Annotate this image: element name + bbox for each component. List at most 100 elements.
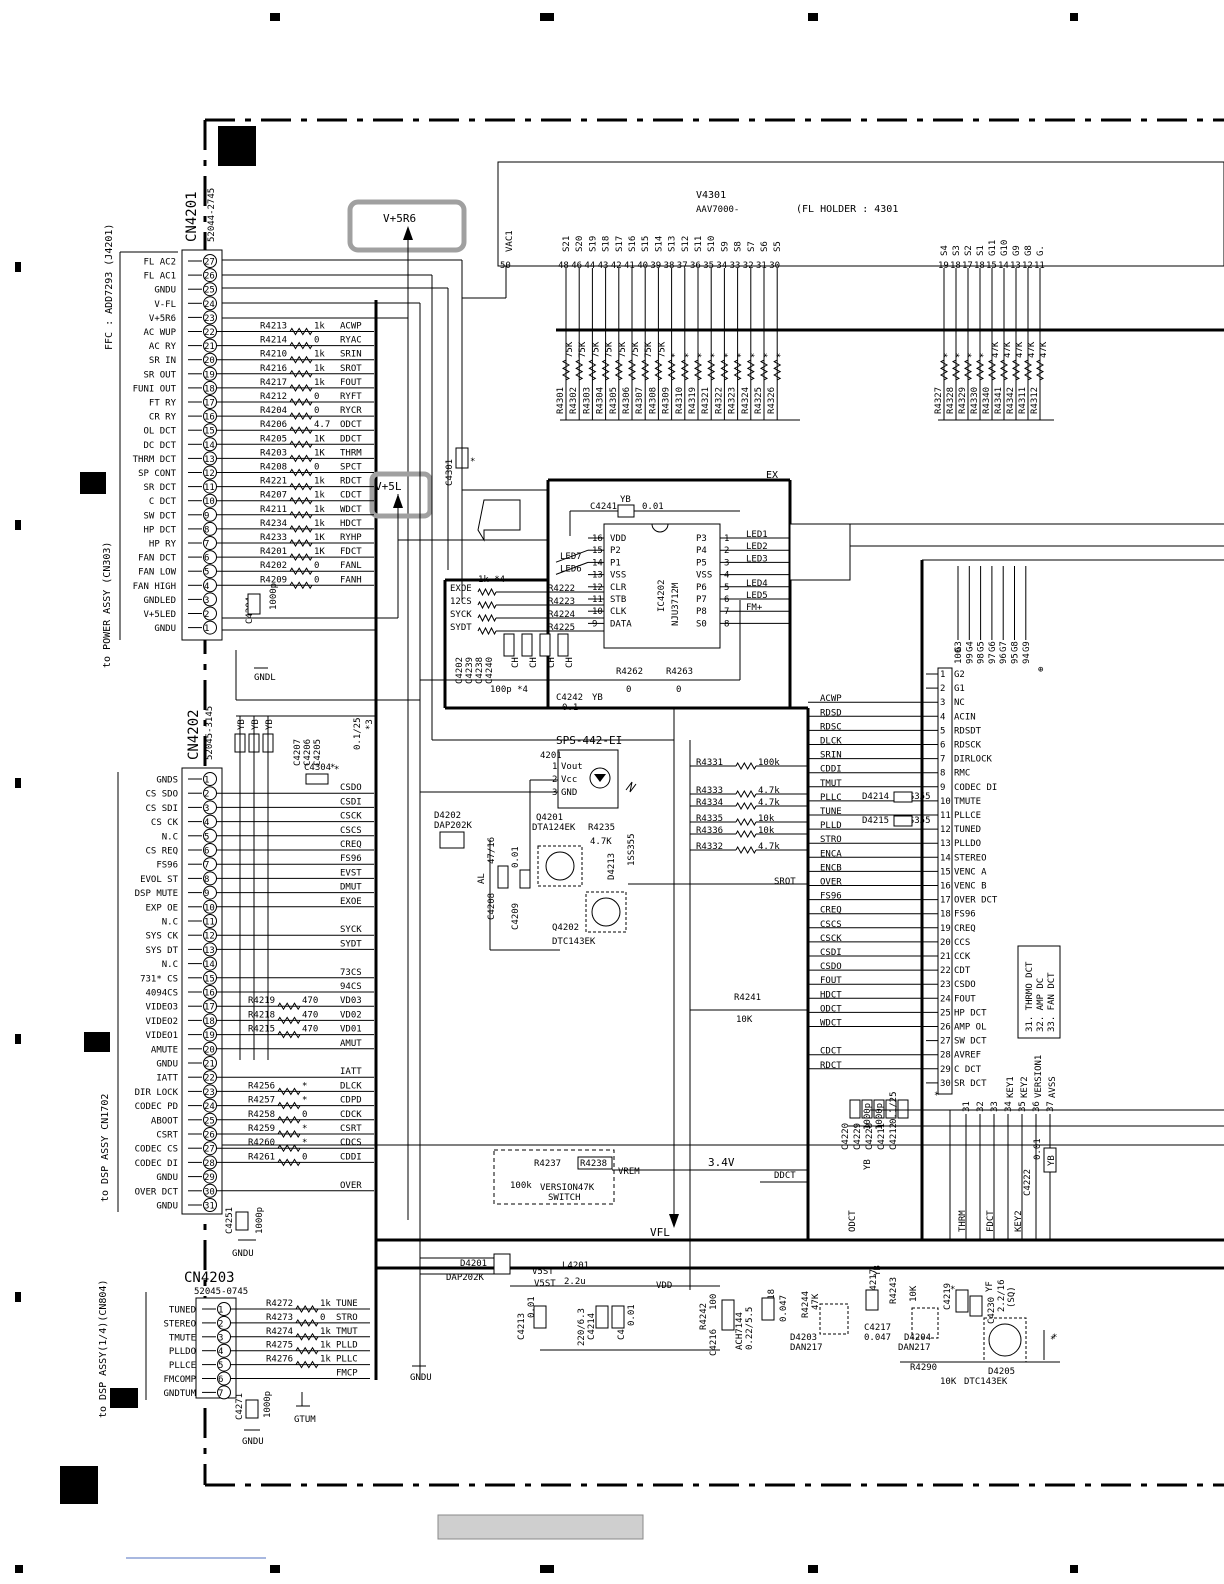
signal-name: CDCK [340,1110,362,1120]
mcu-net-label: CSCS [820,920,842,930]
resistor-value: 1k [320,1341,331,1351]
fl-resistor-ref: R4325 [754,387,764,414]
ic-net-label: LED7 [560,552,582,562]
connector-pin [203,772,217,786]
fl-resistor [746,359,755,381]
resistor-ref: R4274 [266,1327,293,1337]
fl-resistor [614,359,623,381]
svg-text:C4208: C4208 [487,893,497,920]
fl-holder-pin-label: S19 [588,236,598,252]
mcu-net-label: CDCT [820,1047,842,1057]
resistor-value: 1k [314,519,325,529]
series-resistor [277,1030,301,1039]
svg-text:VDD: VDD [656,1281,672,1291]
connector-pin-number: 15 [204,974,215,984]
resistor-value: 0 [314,463,319,473]
series-resistor [289,327,313,336]
connector-pin-number: 26 [204,1131,215,1141]
fl-holder-pin-number: 12 [1022,261,1033,271]
ic-pin-name: P4 [696,546,707,556]
ic-net-wire [555,561,589,575]
series-resistor [289,341,313,350]
fl-holder-pin-label: G9 [1012,245,1022,256]
signal-name: RYCR [340,406,362,416]
resistor-value: 1k [314,350,325,360]
mcu-pin-number: 29 [940,1065,951,1075]
series-resistor [289,355,313,364]
fl-resistor-ref: R4324 [741,387,751,414]
svg-text:C4209: C4209 [511,903,521,930]
mcu-input-resistor [735,789,757,799]
fl-resistor-value: * [776,353,786,358]
ic-input-cap-ref: C4238 [475,657,485,684]
ic-input-cap-type: CH [529,657,539,668]
svg-text:GNDU: GNDU [410,1373,432,1383]
fl-resistor [720,359,729,381]
signal-name: FS96 [340,854,362,864]
diode-ref: D4214 [862,792,889,802]
connector-pin [203,282,217,297]
svg-text:4.7K: 4.7K [590,837,612,847]
fl-resistor-value: 47K [1039,341,1049,358]
svg-text:C4230: C4230 [987,1297,997,1324]
svg-text:0.047: 0.047 [779,1295,789,1322]
mcu-pin-number: 24 [940,994,951,1004]
mcu-input-resistor [735,817,757,827]
connector-pin-name: PLLCE [169,1361,196,1371]
fl-holder: V4301 AAV7000- (FL HOLDER : 4301 VAC1 50… [497,161,1224,420]
svg-text:DTC143EK: DTC143EK [964,1377,1008,1387]
connector-pin-number: 7 [204,861,209,871]
svg-text:10K: 10K [909,1285,919,1302]
signal-name: CDCS [340,1138,362,1148]
connector-pin-name: GNDS [156,776,178,786]
signal-name: DMUT [340,883,362,893]
mcu-net-label: HDCT [820,990,842,1000]
connector-pin-name: TUNED [169,1306,196,1316]
fl-resistor-value: * [979,353,989,358]
signal-name: IATT [340,1067,362,1077]
resistor-ref: R4214 [260,336,287,346]
svg-text:VFL: VFL [650,1226,670,1239]
connector-pin [203,268,217,283]
signal-name: 94CS [340,982,362,992]
svg-text:R4243: R4243 [889,1277,899,1304]
svg-text:R4237: R4237 [534,1159,561,1169]
svg-text:10K: 10K [736,1015,753,1025]
fl-holder-pin-number: 46 [571,261,582,271]
fl-resistor [999,359,1009,381]
connector-pin-number: 28 [204,1159,215,1169]
mcu-pin-number: 26 [940,1023,951,1033]
fl-holder-pin-label: S20 [575,236,585,252]
resistor-ref: R4273 [266,1313,293,1323]
mcu-net-label: CSDI [820,948,842,958]
fl-holder-pin-label: G. [1036,245,1046,256]
mcu-pin-number: 1 [940,670,945,680]
mcu-top-pin-label: G7 [999,641,1009,652]
fl-holder-pin-label: S17 [615,236,625,252]
svg-text:C4242: C4242 [556,693,583,703]
mcu-pin-name: CODEC DI [954,783,997,793]
mcu-bottom-pin-number: 31 [962,1101,972,1112]
fl-resistor-value: 75K [591,341,601,358]
ic-input-cap [539,633,551,657]
mcu-cap [873,1099,885,1119]
connector-pin-name: GNDTUM [163,1389,196,1399]
svg-text:*: * [334,765,339,775]
resistor-ref: R4216 [260,364,287,374]
fl-holder-pin-number: 31 [756,261,767,271]
connector-pin-name: SR OUT [143,370,176,380]
mcu-net-label: ACWP [820,694,842,704]
fl-resistor-value: 75K [631,341,641,358]
svg-text:100: 100 [709,1294,719,1310]
mcu-input-resistor-ref: R4331 [696,758,723,768]
ic-input-cap-ref: C4202 [455,657,465,684]
cn4202-ref: CN4202 [186,709,202,760]
connector-pin-name: OVER DCT [135,1187,179,1197]
svg-text:220/6.3: 220/6.3 [577,1308,587,1346]
ground-symbols: GNDL GNDU GNDU GNDU GTUM [232,650,432,1447]
fl-resistor-bank-right: R4327*R4328*R4329*R4330*R434047KR434147K… [934,341,1054,421]
connector-pin-number: 8 [204,875,209,885]
signal-name: DDCT [340,434,362,444]
series-resistor [289,567,313,576]
